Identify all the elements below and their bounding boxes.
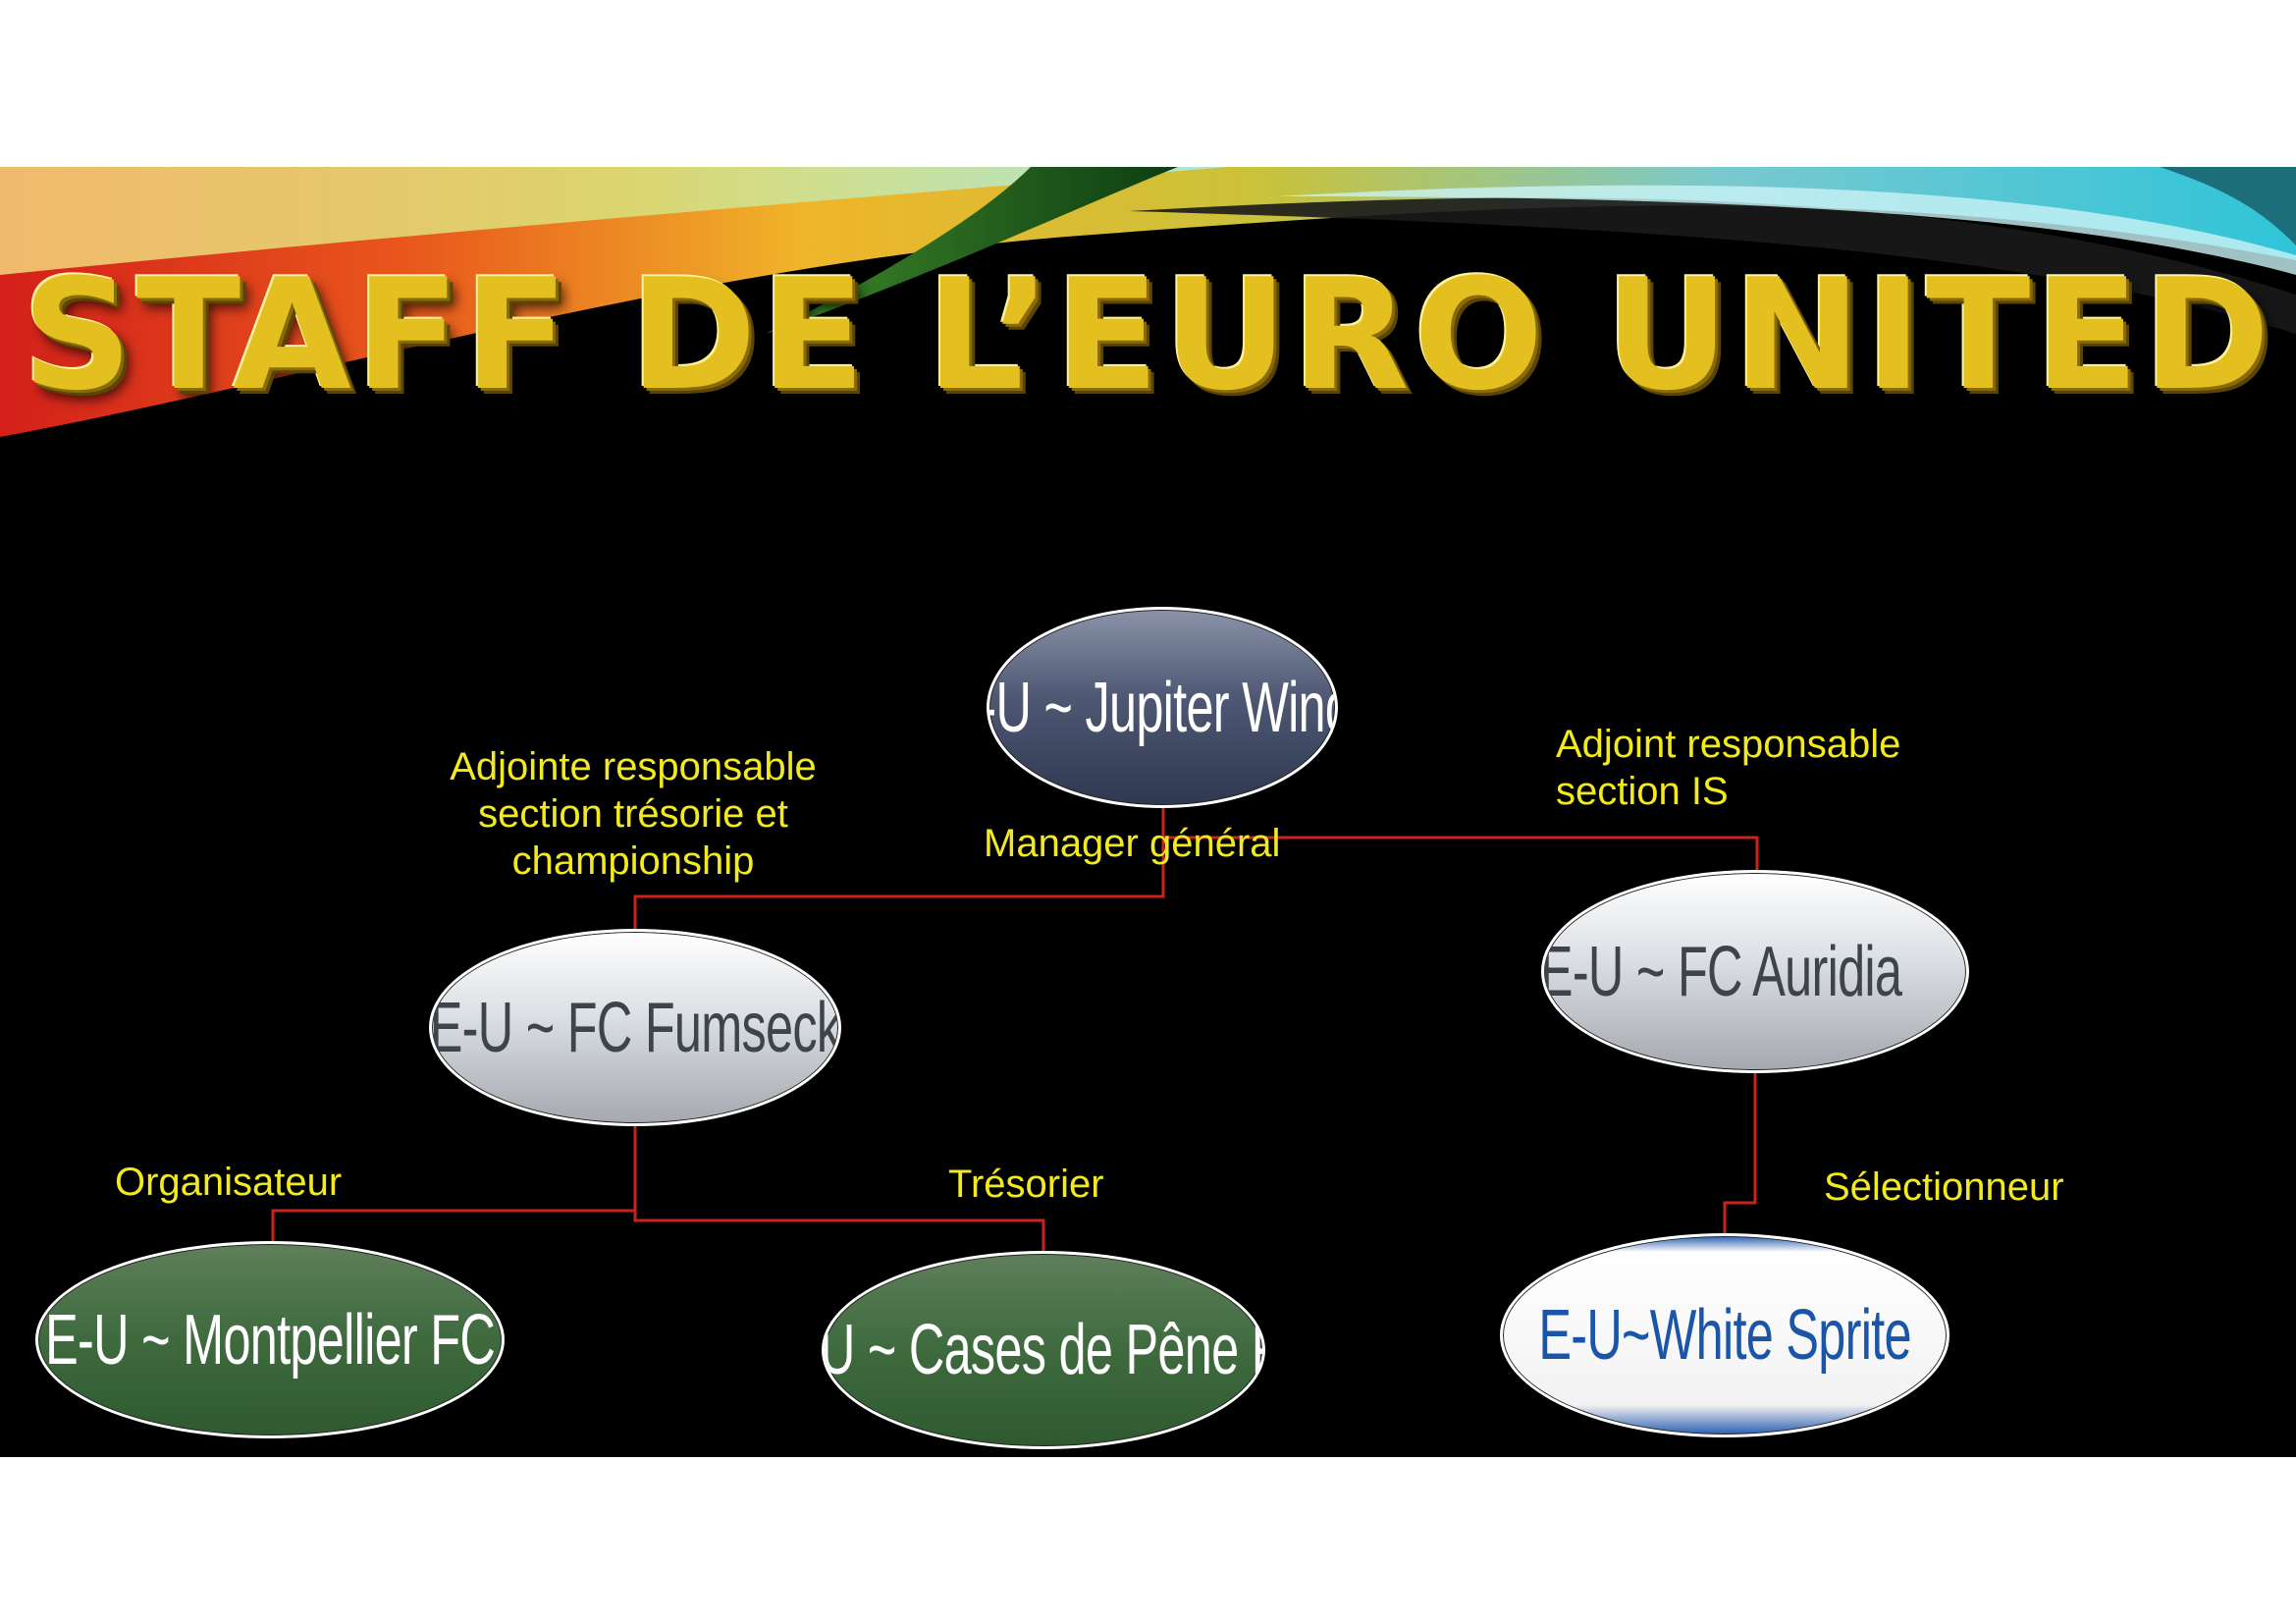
- node-jupiter-wings: E-U ~ Jupiter Wings: [987, 607, 1338, 808]
- role-adjointe-line-2: section trésorie et: [478, 792, 788, 836]
- connector-fumseck-cases: [633, 1211, 1045, 1251]
- connector-jupiter-auridia: [1163, 836, 1759, 870]
- role-manager: Manager général: [984, 822, 1281, 865]
- role-adjoint-line-1: Adjoint responsable: [1556, 723, 1901, 766]
- decorative-swoosh: [0, 167, 2296, 437]
- slide-title: STAFF DE L’EURO UNITED: [22, 245, 2274, 424]
- node-label: E-U ~ Montpellier FC: [45, 1300, 496, 1380]
- role-adjoint-line-2: section IS: [1556, 770, 1729, 813]
- node-label: E-U ~ Cases de Pêne FC: [822, 1311, 1262, 1389]
- role-adjointe-line-1: Adjointe responsable: [450, 745, 817, 788]
- role-adjoint: Adjoint responsable section IS: [1556, 721, 1900, 815]
- node-fc-auridia: E-U ~ FC Auridia★: [1541, 870, 1969, 1073]
- role-organisateur: Organisateur: [115, 1161, 343, 1204]
- node-white-sprite: E-U~White Sprite: [1500, 1233, 1949, 1437]
- node-label: E-U ~ Jupiter Wings: [989, 668, 1335, 747]
- role-selectionneur: Sélectionneur: [1824, 1165, 2064, 1209]
- node-label: E-U~White Sprite: [1538, 1296, 1911, 1375]
- node-cases-de-pene-fc: E-U ~ Cases de Pêne FC: [822, 1251, 1265, 1449]
- role-adjointe: Adjointe responsable section trésorie et…: [412, 743, 854, 885]
- org-connectors: [271, 805, 1759, 1251]
- node-montpellier-fc: E-U ~ Montpellier FC: [35, 1241, 505, 1438]
- node-label: E-U ~ FC Fumseck: [429, 988, 841, 1067]
- connector-fumseck-montpellier: [271, 1124, 637, 1241]
- connector-jupiter-fumseck: [633, 805, 1165, 931]
- role-tresorier: Trésorier: [948, 1163, 1104, 1206]
- connector-auridia-whitesprite: [1723, 1070, 1757, 1233]
- node-fc-fumseck: E-U ~ FC Fumseck: [429, 929, 841, 1126]
- role-adjointe-line-3: championship: [511, 839, 755, 883]
- slide: STAFF DE L’EURO UNITED E-U ~ Jupiter Win…: [0, 167, 2296, 1457]
- node-label: E-U ~ FC Auridia: [1541, 932, 1902, 1011]
